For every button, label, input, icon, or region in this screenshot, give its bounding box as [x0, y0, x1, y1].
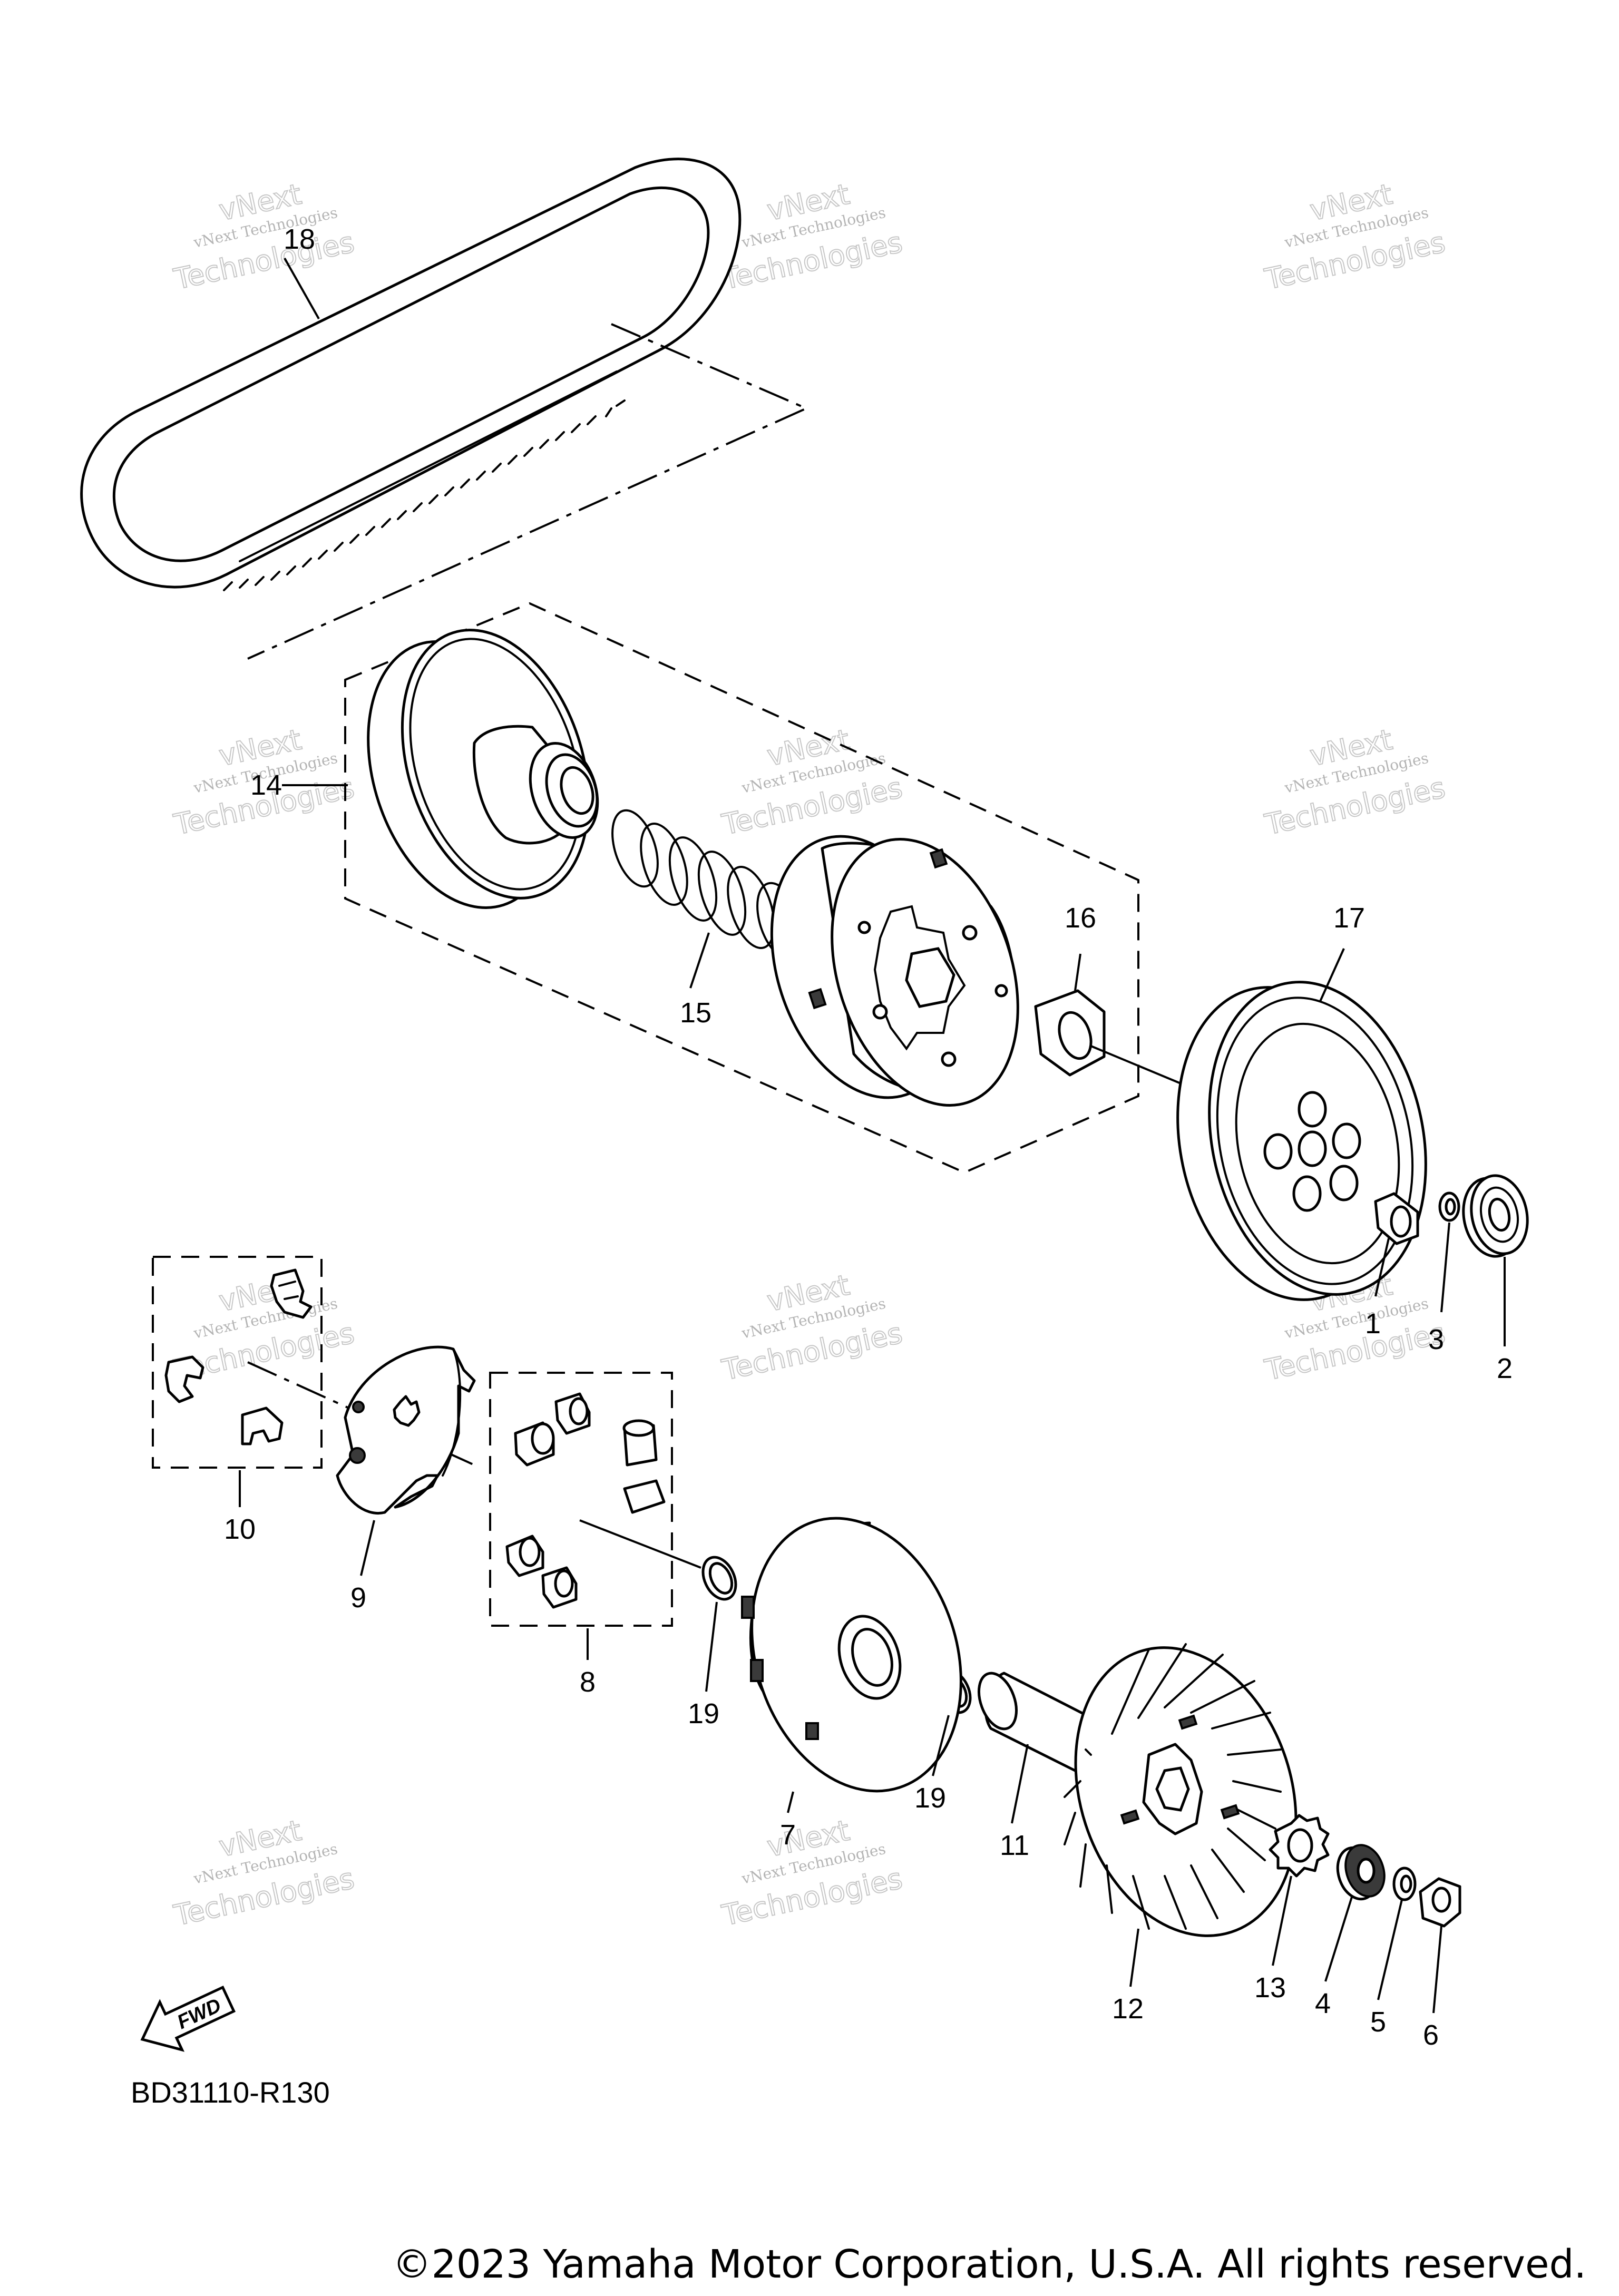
callout-8: 8 — [580, 1666, 596, 1698]
watermark: vNext vNext Technologies Technologies — [170, 1813, 357, 1933]
callout-10: 10 — [224, 1513, 256, 1545]
callout-14: 14 — [250, 769, 282, 801]
watermark: vNext vNext Technologies Technologies — [1261, 722, 1448, 842]
callout-15: 15 — [680, 997, 711, 1029]
watermark: vNext vNext Technologies Technologies — [718, 1268, 905, 1388]
callout-17: 17 — [1333, 902, 1365, 934]
callout-2: 2 — [1497, 1353, 1513, 1384]
callout-12: 12 — [1112, 1993, 1144, 2025]
axis-line-weight — [579, 1519, 701, 1569]
part-weight-set — [505, 1392, 666, 1609]
belt-reference-line — [247, 323, 809, 660]
callout-19-lower: 19 — [914, 1782, 946, 1814]
part-v-belt — [80, 158, 742, 591]
part-primary-fixed-sheave — [1064, 1643, 1298, 1937]
part-nut-16 — [1034, 989, 1106, 1077]
part-washer-5 — [1392, 1867, 1417, 1901]
callout-18: 18 — [284, 223, 315, 255]
callout-4: 4 — [1315, 1988, 1331, 2019]
watermark: vNext vNext Technologies Technologies — [1261, 177, 1448, 297]
watermark: vNext vNext Technologies Technologies — [170, 177, 357, 297]
callout-11: 11 — [1000, 1830, 1029, 1861]
callout-3: 3 — [1428, 1324, 1444, 1355]
leader-lines — [239, 258, 1506, 2014]
callout-6: 6 — [1423, 2019, 1439, 2051]
part-o-ring-upper — [701, 1556, 737, 1601]
axis-line-clutch — [1090, 1045, 1186, 1087]
part-washer-13 — [1269, 1814, 1330, 1878]
callout-5: 5 — [1370, 2006, 1386, 2038]
watermark: vNext vNext Technologies Technologies — [718, 1813, 905, 1933]
callout-13: 13 — [1254, 1972, 1286, 2004]
part-primary-sliding-sheave — [741, 1517, 962, 1793]
part-slider-set — [164, 1268, 313, 1445]
part-clutch-housing — [1176, 981, 1427, 1301]
callout-16: 16 — [1065, 902, 1096, 934]
part-washer-3 — [1438, 1191, 1460, 1222]
secondary-assembly-outline — [344, 602, 1139, 1174]
part-clutch-carrier — [770, 835, 1019, 1107]
drawing-code: BD31110-R130 — [131, 2076, 330, 2109]
weight-set-outline — [489, 1372, 673, 1627]
slider-set-outline — [152, 1256, 323, 1469]
callout-19-upper: 19 — [688, 1698, 719, 1730]
watermark: vNext vNext Technologies Technologies — [718, 722, 905, 842]
part-bearing-2 — [1462, 1174, 1529, 1258]
part-compression-spring — [611, 809, 804, 961]
part-nut-6 — [1419, 1877, 1461, 1928]
callout-7: 7 — [780, 1819, 796, 1851]
callout-9: 9 — [350, 1582, 366, 1614]
callout-numbers: 18 14 15 16 17 1 3 2 10 9 8 19 7 19 11 1… — [224, 223, 1513, 2051]
part-cam — [336, 1345, 476, 1515]
fwd-direction-arrow: FWD — [140, 1985, 236, 2052]
copyright-notice: ©2023 Yamaha Motor Corporation, U.S.A. A… — [393, 2242, 1586, 2287]
part-one-way-clutch — [1336, 1844, 1386, 1901]
part-secondary-sheave — [367, 629, 599, 909]
part-collar-1 — [1374, 1192, 1419, 1245]
callout-1: 1 — [1365, 1308, 1381, 1340]
